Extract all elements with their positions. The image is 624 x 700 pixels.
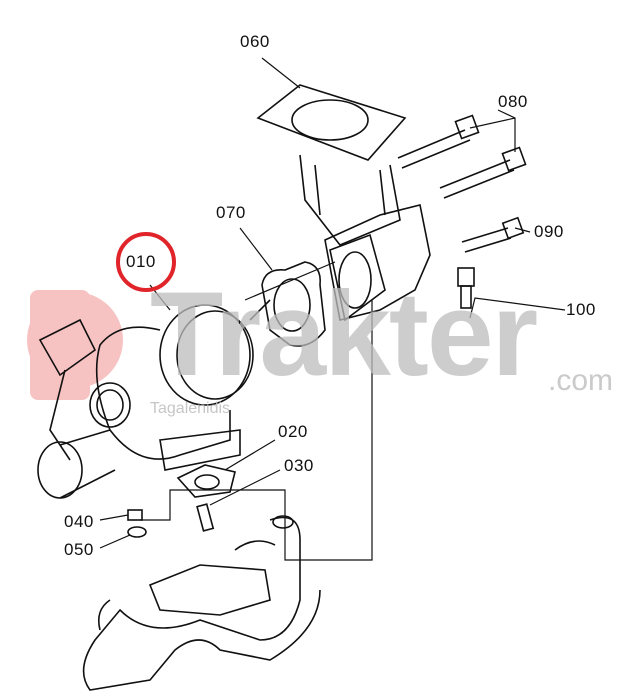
watermark-sub: Tagalenidis — [150, 400, 231, 417]
part-050-washer[interactable] — [127, 526, 147, 538]
label-070[interactable]: 070 — [216, 203, 246, 222]
part-020-gasket[interactable] — [176, 464, 236, 498]
label-030[interactable]: 030 — [284, 456, 314, 475]
label-020[interactable]: 020 — [278, 422, 308, 441]
part-exhaust-manifold — [82, 515, 321, 691]
label-100[interactable]: 100 — [566, 300, 596, 319]
watermark-brand: Trakter — [150, 267, 538, 401]
part-040-nut[interactable] — [127, 509, 143, 521]
part-elbow-housing — [324, 204, 431, 322]
label-060[interactable]: 060 — [240, 32, 270, 51]
part-070-gasket[interactable] — [261, 261, 326, 347]
part-060-flange[interactable] — [256, 84, 407, 246]
part-030-stud[interactable] — [196, 503, 215, 532]
part-090-bolt[interactable] — [461, 216, 525, 253]
watermark-domain: .com — [548, 364, 614, 397]
part-010-turbocharger[interactable] — [37, 299, 271, 499]
highlight-circle-010 — [116, 232, 176, 292]
watermark-logo — [27, 290, 123, 400]
part-100-fitting[interactable] — [457, 267, 475, 309]
leader-lines — [99, 57, 566, 561]
label-010[interactable]: 010 — [126, 252, 156, 271]
part-080-bolts[interactable] — [397, 114, 527, 199]
label-050[interactable]: 050 — [64, 540, 94, 559]
label-090[interactable]: 090 — [534, 222, 564, 241]
label-040[interactable]: 040 — [64, 512, 94, 531]
label-080[interactable]: 080 — [498, 92, 528, 111]
